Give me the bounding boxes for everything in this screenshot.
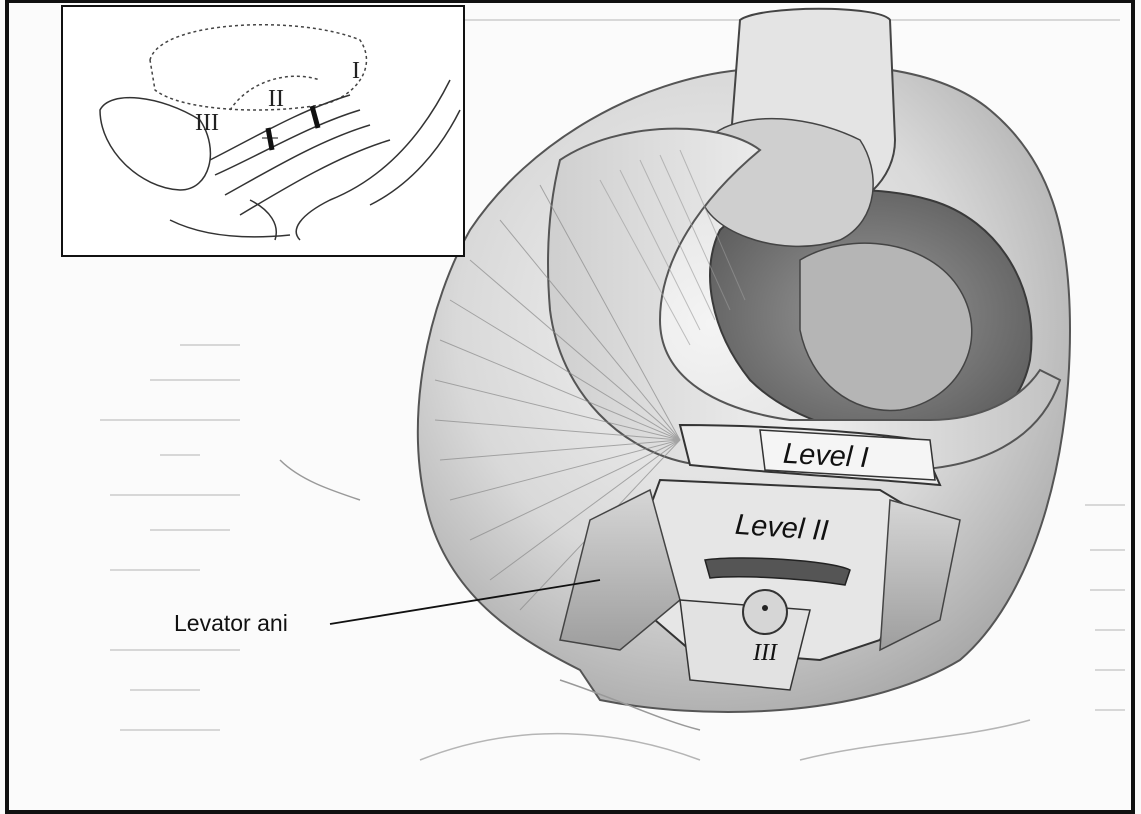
level-3-label: III <box>753 640 777 667</box>
inset-diagram <box>62 6 464 256</box>
levator-ani-label: Levator ani <box>174 610 288 637</box>
page-border-top <box>5 0 1135 3</box>
page-border-right <box>1131 0 1135 814</box>
page-border-left <box>5 0 9 814</box>
inset-label-level-1: I <box>352 58 360 85</box>
inset-label-level-3: III <box>195 110 219 137</box>
inset-label-level-2: II <box>268 86 284 113</box>
level-2-label: Level II <box>734 509 830 548</box>
level-1-label: Level I <box>782 438 869 475</box>
page-border-bottom <box>5 810 1135 814</box>
